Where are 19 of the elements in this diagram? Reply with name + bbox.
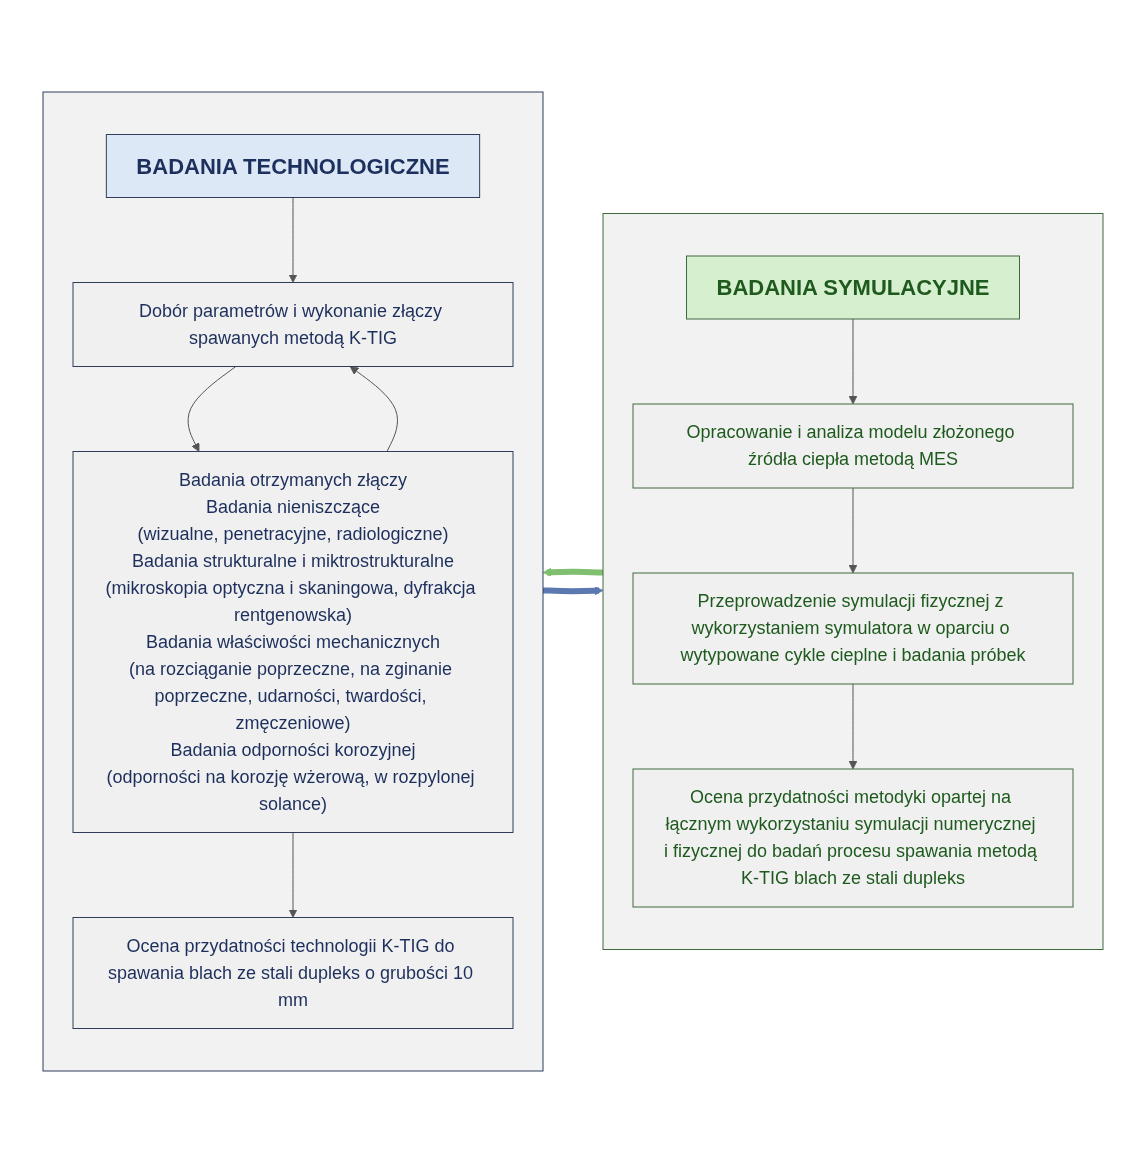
arrow <box>288 196 297 283</box>
node-box <box>105 133 480 198</box>
arrow <box>187 365 236 452</box>
arrow <box>542 585 603 595</box>
arrow <box>542 567 603 577</box>
arrow <box>848 683 857 769</box>
node-box <box>72 916 513 1029</box>
node-box <box>72 281 513 367</box>
node-box <box>632 768 1073 907</box>
node-box <box>685 255 1020 319</box>
arrow <box>848 318 857 404</box>
node-box <box>632 572 1073 684</box>
node-box <box>72 450 513 833</box>
cluster <box>42 91 543 1071</box>
arrow <box>288 831 297 918</box>
arrow <box>848 487 857 573</box>
cluster <box>602 212 1103 950</box>
arrow <box>349 365 398 452</box>
node-box <box>632 403 1073 488</box>
